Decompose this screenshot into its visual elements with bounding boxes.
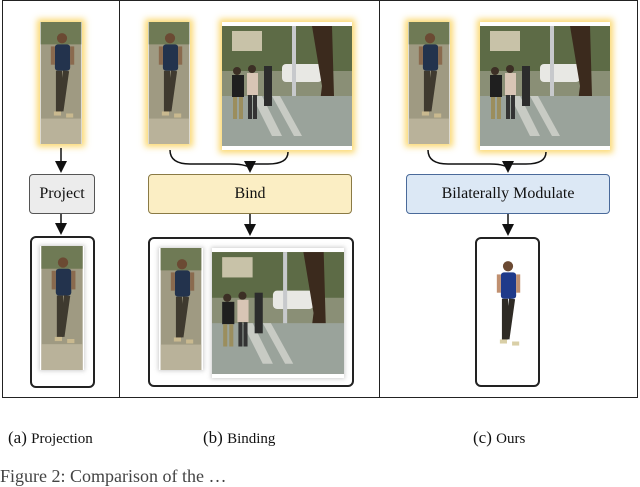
project-box: Project [29, 174, 95, 214]
bind-box: Bind [148, 174, 352, 214]
caption-ours-text: Ours [496, 431, 526, 447]
bilaterally-modulate-box: Bilaterally Modulate [406, 174, 610, 214]
caption-projection: (a) Projection [8, 428, 93, 448]
project-box-label: Project [39, 185, 85, 202]
arrow-merge-to-bind [169, 149, 289, 171]
caption-ours: (c) Ours [473, 428, 525, 448]
caption-ours-letter: (c) [473, 428, 492, 447]
arrow-merge-to-modulate [427, 149, 547, 171]
bilaterally-modulate-box-label: Bilaterally Modulate [441, 185, 575, 202]
caption-binding: (b) Binding [203, 428, 275, 448]
figure-caption-cutoff: Figure 2: Comparison of the … [0, 466, 227, 486]
caption-binding-letter: (b) [203, 428, 223, 447]
caption-projection-letter: (a) [8, 428, 27, 447]
caption-projection-text: Projection [31, 431, 93, 447]
caption-binding-text: Binding [227, 431, 276, 447]
bind-box-label: Bind [234, 185, 266, 202]
